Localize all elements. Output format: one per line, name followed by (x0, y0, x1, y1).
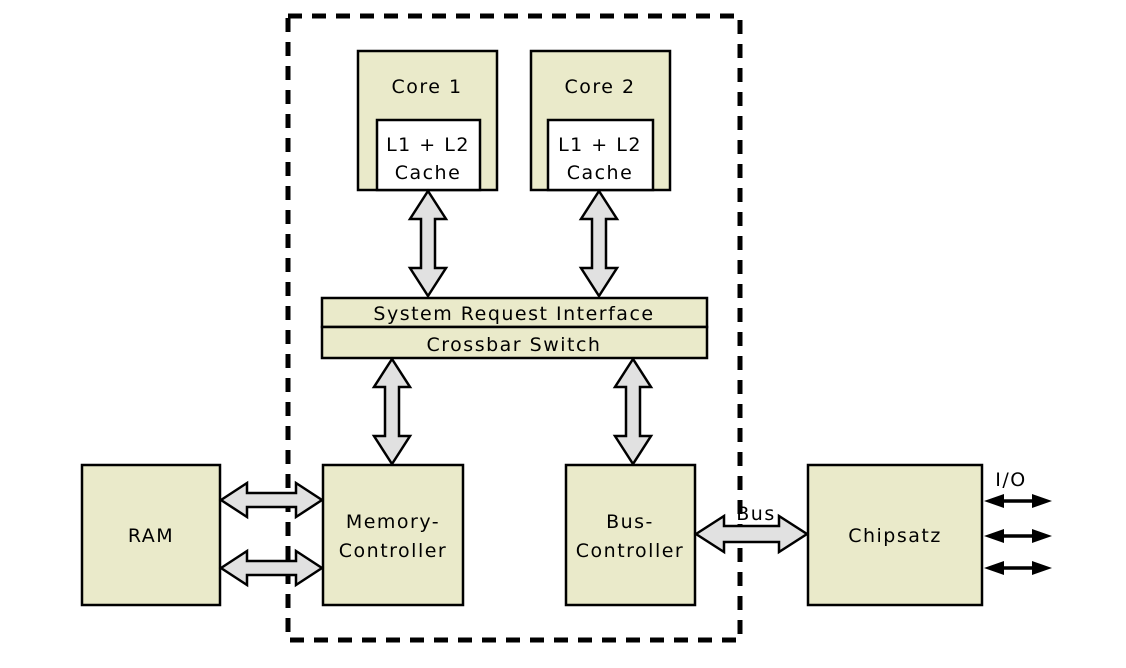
cache2-label-line1: L1 + L2 (558, 134, 642, 156)
system-request-interface-bar (320, 296, 709, 329)
bus-controller-label-line2: Controller (576, 540, 684, 562)
ram-memory-controller-arrow-top (218, 480, 325, 520)
cpu-die-boundary (285, 13, 743, 643)
crossbar-switch-label: Crossbar Switch (427, 334, 602, 356)
core1-label: Core 1 (391, 76, 462, 98)
chipsatz-label: Chipsatz (848, 525, 942, 547)
crossbar-switch-bar (320, 325, 709, 360)
bus-label: Bus (736, 503, 775, 525)
ram-label: RAM (128, 525, 174, 547)
io-label: I/O (995, 469, 1026, 491)
cache1-label-line2: Cache (395, 162, 462, 184)
core2-label: Core 2 (564, 76, 635, 98)
crossbar-memory-controller-arrow (371, 356, 413, 467)
cache1-label-line1: L1 + L2 (386, 134, 470, 156)
memory-controller-box (321, 463, 465, 607)
bus-controller-chipsatz-arrow (693, 513, 810, 555)
io-arrow-1 (984, 494, 1052, 508)
io-arrow-3 (984, 561, 1052, 575)
crossbar-bus-controller-arrow (612, 356, 654, 467)
system-request-interface-label: System Request Interface (373, 303, 654, 325)
core1-sri-arrow (407, 188, 449, 299)
chipsatz-box (806, 463, 984, 607)
memory-controller-label-line2: Controller (339, 540, 447, 562)
memory-controller-label-line1: Memory- (346, 511, 440, 533)
ram-box (80, 463, 222, 607)
bus-controller-box (564, 463, 697, 607)
io-arrow-2 (984, 529, 1052, 543)
cache2-label-line2: Cache (567, 162, 634, 184)
ram-memory-controller-arrow-bottom (218, 548, 325, 588)
bus-controller-label-line1: Bus- (606, 511, 654, 533)
core2-sri-arrow (578, 188, 620, 299)
cache2-box (546, 118, 655, 192)
